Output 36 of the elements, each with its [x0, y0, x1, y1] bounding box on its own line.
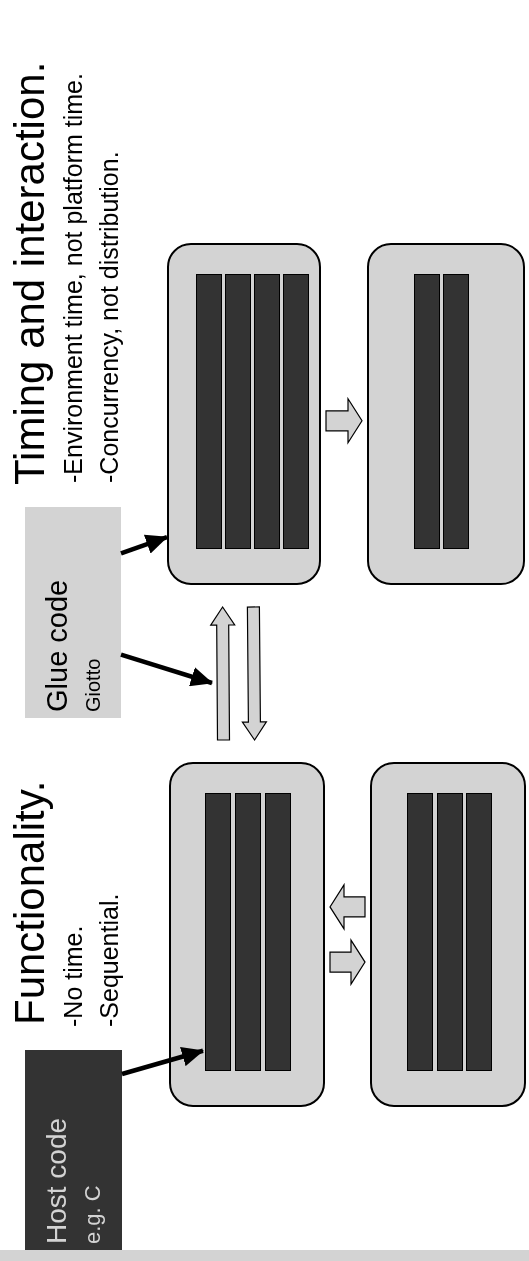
code-bar — [265, 793, 291, 1071]
arrow — [120, 534, 168, 556]
code-bar — [235, 793, 261, 1071]
pointer-arrow — [120, 652, 213, 687]
box-subtitle: Giotto — [81, 657, 104, 712]
code-bar — [283, 274, 309, 549]
block-arrow — [325, 396, 363, 445]
section-title: Timing and interaction. — [9, 61, 51, 485]
code-bar — [196, 274, 222, 549]
bullet-note: -No time. — [61, 925, 86, 1027]
bullet-note: -Environment time, not platform time. — [61, 73, 86, 483]
process-box — [370, 762, 526, 1107]
section-title: Functionality. — [9, 780, 51, 1025]
box-subtitle: e.g. C — [80, 1184, 105, 1244]
code-bar — [466, 793, 492, 1071]
code-bar — [437, 793, 463, 1071]
arrow — [121, 1046, 204, 1077]
code-bar — [407, 793, 433, 1071]
block-arrow — [209, 605, 236, 741]
code-bar — [205, 793, 231, 1071]
host-code-box — [25, 1050, 122, 1250]
glue-code-box — [25, 507, 121, 718]
box-heading: Host code — [42, 1116, 73, 1244]
code-bar — [225, 274, 251, 549]
process-box — [169, 762, 325, 1107]
box-heading: Glue code — [42, 578, 74, 712]
code-bar — [443, 274, 469, 549]
process-box — [367, 243, 525, 585]
block-arrow — [329, 882, 366, 931]
process-box — [167, 243, 321, 585]
block-arrow — [241, 606, 268, 742]
code-bar — [254, 274, 280, 549]
bullet-note: -Concurrency, not distribution. — [97, 151, 122, 483]
bullet-note: -Sequential. — [97, 893, 122, 1027]
code-bar — [414, 274, 440, 549]
block-arrow — [329, 938, 366, 987]
